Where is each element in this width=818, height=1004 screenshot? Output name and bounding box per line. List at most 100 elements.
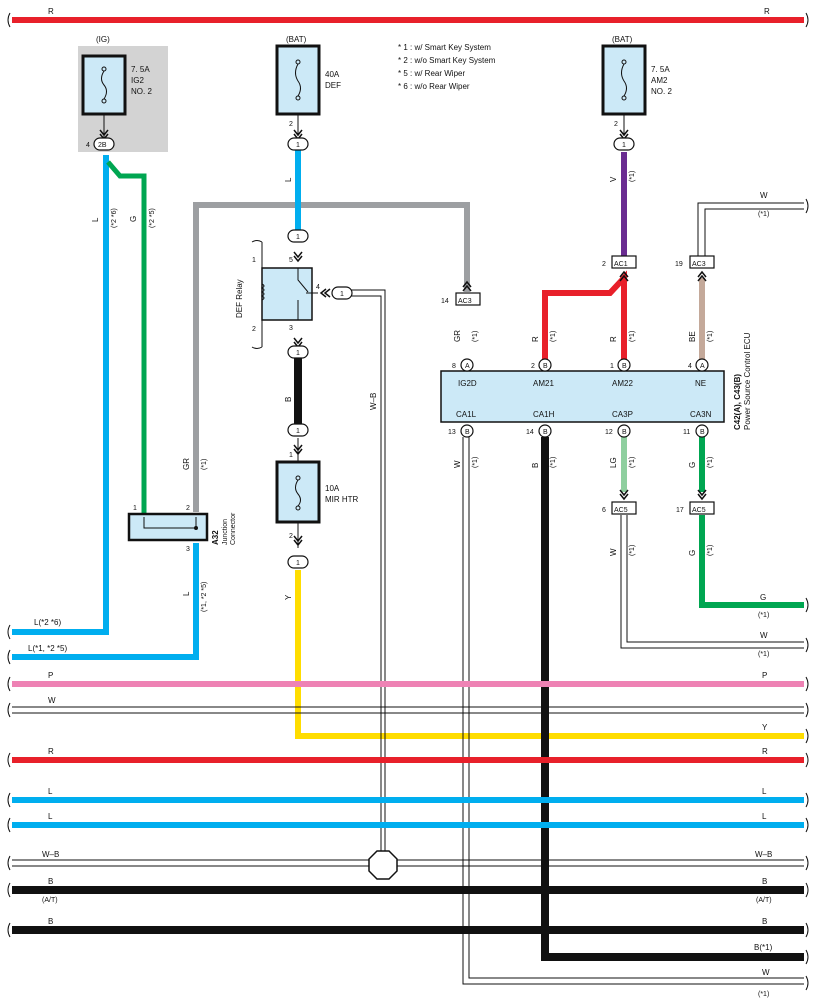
ecu-num-2: 2 [531,363,535,370]
relay-pin3: 3 [289,325,293,332]
l-ig2-note: (*2 *6) [111,208,118,228]
am2-connector: 1 [622,142,626,149]
ecu-conn-11: B [700,429,705,436]
g-ac5-label: G [688,550,697,556]
def-connector: 1 [296,142,300,149]
ecu-conn-13: B [465,429,470,436]
ecu-pin-am22: AM22 [612,379,633,388]
ecu-box [440,370,725,423]
break-marks [7,12,809,991]
ecu-num-13: 13 [448,429,456,436]
junction-pin3: 3 [186,546,190,553]
g-ca3n-label: G [688,462,697,468]
ig2-connector: 2B [98,142,107,149]
ecu-pin-am21: AM21 [533,379,554,388]
fuse-def [275,44,321,136]
g-ca3n-note: (*1) [707,457,714,468]
g-right-label: G [760,593,766,602]
gr-ac3-label: GR [453,330,462,342]
w-top-right-note: (*1) [758,211,769,218]
bus-9-right: B [762,877,767,886]
gr-label: GR [182,458,191,470]
w-ca1l-label: W [453,460,462,468]
wire-l-junction [12,543,199,660]
gr-ac3-note: (*1) [472,331,479,342]
ecu-num-12: 12 [605,429,613,436]
def-name: DEF [325,81,341,90]
junction-sub1: Junction [222,519,229,545]
ac3-right-pin: 19 [675,261,683,268]
relay-pin1: 1 [252,257,256,264]
ecu-num-11: 11 [683,429,690,436]
relay-conn-out: 1 [340,291,344,298]
l-junction-label: L [182,591,191,596]
bus-6-left: L [48,787,53,796]
wire-w-top-b [704,208,804,257]
bus-8-right: W–B [755,850,772,859]
relay-pin4: 4 [316,284,320,291]
relay-conn-bottom: 1 [296,350,300,357]
wire-w-top-a [697,202,804,257]
ig2-source: (IG) [96,35,110,44]
junction-sub2: Connector [230,512,237,545]
ecu-conn-4: A [700,363,705,370]
def-relay [251,240,318,349]
be-label: BE [688,331,697,342]
bus-9-left-sub: (A/T) [42,897,58,904]
wire-y [295,570,804,739]
ig2-name2: NO. 2 [131,87,152,96]
wire-w-ac5-a [620,515,804,649]
note-3: * 5 : w/ Rear Wiper [398,69,465,78]
bus-12-right: W [762,968,770,977]
y-mir-label: Y [284,594,293,600]
ac3-right-name: AC3 [692,261,706,268]
bus-5-right: R [762,747,768,756]
wire-wb-a [350,289,386,852]
connector-boxes [455,255,715,515]
ecu-conn-1: B [622,363,627,370]
wire-g-ac5 [699,515,804,608]
am2-pin: 2 [614,121,618,128]
bus-9-left: B [48,877,53,886]
ecu-name: C42(A), C43(B) [733,374,742,430]
w-right-label: W [760,631,768,640]
ac1-pin: 2 [602,261,606,268]
ecu-desc: Power Source Control ECU [743,332,752,430]
mir-pin-bottom: 2 [289,533,293,540]
bus-12-right-sub: (*1) [758,991,769,998]
be-note: (*1) [707,331,714,342]
w-right-note: (*1) [758,651,769,658]
fuse-am2 [601,44,647,136]
mir-conn-bottom: 1 [296,560,300,567]
ac5-left-name: AC5 [614,507,628,514]
wire-wb-b [350,295,382,852]
mir-pin-top: 1 [289,452,293,459]
ac1-name: AC1 [614,261,628,268]
ecu-pin-circles [460,358,709,438]
wire-b-ca1h [541,437,804,961]
ecu-pin-ne: NE [695,379,706,388]
l-junction-note: (*1, *2 *5) [201,582,208,612]
ecu-pin-ca1l: CA1L [456,410,477,419]
v-label: V [609,176,618,182]
v-note: (*1) [629,171,636,182]
ecu-conn-2: B [543,363,548,370]
relay-conn-top: 1 [296,234,300,241]
g-ig2-label: G [129,216,138,222]
wire-g-ig2 [106,160,147,515]
bus-4-right: Y [762,723,768,732]
ig2-name1: IG2 [131,76,144,85]
lg-note: (*1) [629,457,636,468]
bus-7-right: L [762,812,767,821]
ecu-pin-ca3n: CA3N [690,410,712,419]
ecu-num-14: 14 [526,429,534,436]
wb-relay-label: W–B [369,393,378,410]
g-right-note: (*1) [758,612,769,619]
lg-label: LG [609,457,618,468]
ecu-pin-ig2d: IG2D [458,379,477,388]
w-ac5-label: W [609,548,618,556]
note-2: * 2 : w/o Smart Key System [398,56,496,65]
ecu-pin-ca1h: CA1H [533,410,555,419]
ecu-conn-8: A [465,363,470,370]
splice-point [368,850,398,880]
